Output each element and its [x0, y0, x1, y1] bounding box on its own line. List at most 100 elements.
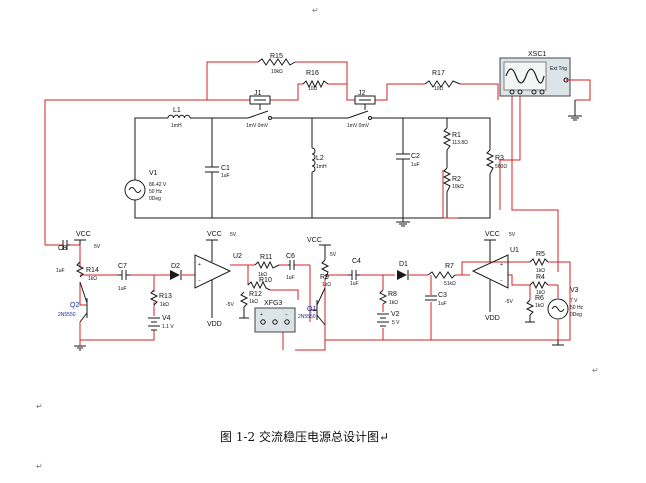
r17-resistor[interactable]: R17 10Ω [424, 70, 461, 92]
c8-capacitor[interactable]: C8 1uF [56, 240, 70, 274]
svg-text:2N5550: 2N5550 [58, 312, 76, 318]
svg-text:5V: 5V [330, 252, 337, 258]
svg-text:C8: C8 [58, 245, 67, 252]
svg-text:R16: R16 [306, 70, 319, 77]
svg-text:0Deg: 0Deg [570, 312, 582, 318]
u2-opamp[interactable]: + − U2 VCC 5V VDD -5V [194, 231, 242, 328]
j2-relay[interactable]: J2 1mV 0mV [340, 90, 376, 129]
svg-text:1kΩ: 1kΩ [535, 303, 544, 309]
r11-resistor[interactable]: R11 1kΩ [254, 254, 280, 278]
svg-text:R11: R11 [260, 254, 272, 261]
r13-resistor[interactable]: R13 1kΩ [149, 289, 172, 308]
r3-resistor[interactable]: R3 560Ω [485, 149, 507, 175]
svg-text:1kΩ: 1kΩ [249, 299, 258, 305]
svg-text:1uF: 1uF [221, 173, 230, 179]
bottom-wires [70, 244, 571, 351]
svg-text:+: + [260, 312, 263, 318]
svg-text:V4: V4 [162, 315, 171, 322]
q2-transistor[interactable]: Q2 2N5550 [58, 281, 88, 323]
xsc1-oscilloscope[interactable]: XSC1 Ext Trig [499, 51, 571, 97]
svg-text:1mV 0mV: 1mV 0mV [347, 123, 370, 129]
paragraph-mark-3: ↵ [36, 462, 43, 471]
ground-scope [568, 100, 582, 121]
j1-relay[interactable]: J1 1mV 0mV [240, 90, 273, 129]
c6-capacitor[interactable]: C6 1uF [286, 253, 295, 281]
svg-text:L1: L1 [173, 107, 181, 114]
r16-resistor[interactable]: R16 10Ω [302, 70, 329, 92]
q1-transistor[interactable]: Q1 2N5550 [298, 287, 326, 326]
svg-text:J2: J2 [358, 90, 366, 97]
svg-text:R14: R14 [86, 267, 99, 274]
vcc-rail-q1: VCC 5V [307, 237, 337, 260]
u1-opamp[interactable]: + − U1 VCC 5V VDD -5V [471, 231, 519, 322]
svg-text:C4: C4 [352, 258, 361, 265]
xfg3-function-generator[interactable]: XFG3 + − [254, 300, 296, 333]
svg-text:5V: 5V [94, 244, 101, 250]
svg-text:Q2: Q2 [70, 302, 79, 309]
ground-v3 [552, 340, 564, 346]
r2-resistor[interactable]: R2 10kΩ [442, 167, 464, 193]
paragraph-mark-1: ↵ [592, 366, 599, 375]
figure-caption: 图 1-2 交流稳压电源总设计图↵ [220, 430, 390, 444]
r12-resistor[interactable]: R12 1kΩ [239, 291, 262, 319]
l2-inductor[interactable]: L2 1mH [311, 147, 327, 173]
svg-text:R4: R4 [536, 274, 545, 281]
svg-text:U2: U2 [233, 253, 242, 260]
svg-text:10Ω: 10Ω [308, 86, 318, 92]
svg-text:R15: R15 [270, 53, 283, 60]
svg-text:D2: D2 [171, 263, 180, 270]
svg-text:1kΩ: 1kΩ [88, 276, 97, 282]
v3-ac-source[interactable]: V3 7 V 50 Hz 0Deg [547, 287, 584, 320]
ground-top [396, 218, 410, 227]
r14-resistor[interactable]: R14 1kΩ [75, 261, 99, 282]
r9-resistor[interactable]: R9 1kΩ [320, 259, 331, 288]
svg-text:1uF: 1uF [438, 301, 447, 307]
svg-text:R3: R3 [495, 155, 504, 162]
svg-text:R12: R12 [249, 291, 262, 298]
svg-text:1mH: 1mH [316, 164, 327, 170]
svg-text:V2: V2 [391, 311, 400, 318]
r15-resistor[interactable]: R15 10kΩ [257, 53, 296, 75]
svg-text:VDD: VDD [485, 315, 500, 322]
svg-text:−: − [198, 278, 201, 284]
svg-text:V3: V3 [570, 287, 579, 294]
svg-text:C6: C6 [286, 253, 295, 260]
svg-text:R17: R17 [432, 70, 445, 77]
svg-text:5V: 5V [230, 232, 237, 238]
svg-text:Ext Trig: Ext Trig [550, 66, 567, 72]
svg-text:R10: R10 [259, 277, 272, 284]
d1-diode[interactable]: D1 [397, 261, 409, 280]
v1-ac-source[interactable]: V1 86.42 V 50 Hz 0Deg [124, 170, 167, 202]
d2-diode[interactable]: D2 [170, 263, 182, 280]
svg-text:2N5550: 2N5550 [298, 314, 316, 320]
svg-text:J1: J1 [254, 90, 262, 97]
svg-text:R6: R6 [535, 295, 544, 302]
c7-capacitor[interactable]: C7 1uF [117, 263, 131, 292]
svg-text:1.1 V: 1.1 V [162, 324, 174, 330]
svg-text:R13: R13 [159, 293, 172, 300]
c4-capacitor[interactable]: C4 1uF [348, 258, 361, 287]
v4-battery[interactable]: V4 1.1 V [148, 315, 174, 331]
r4-resistor[interactable]: R4 1kΩ [529, 274, 549, 296]
svg-text:XSC1: XSC1 [528, 51, 546, 58]
svg-text:5V: 5V [509, 232, 516, 238]
svg-text:50 Hz: 50 Hz [149, 189, 163, 195]
r6-resistor[interactable]: R6 1kΩ [525, 295, 544, 323]
svg-text:560Ω: 560Ω [495, 164, 507, 170]
r1-resistor[interactable]: R1 113.8Ω [442, 127, 468, 151]
r7-resistor[interactable]: R7 51kΩ [427, 263, 456, 287]
r10-resistor[interactable]: R10 [247, 277, 272, 291]
svg-text:Q1: Q1 [307, 306, 316, 313]
svg-text:1kΩ: 1kΩ [536, 290, 545, 296]
svg-text:51kΩ: 51kΩ [444, 281, 456, 287]
c1-capacitor[interactable]: C1 1uF [205, 163, 230, 179]
r8-resistor[interactable]: R8 1kΩ [378, 289, 398, 306]
svg-text:1mH: 1mH [171, 123, 182, 129]
c3-capacitor[interactable]: C3 1uF [425, 292, 447, 307]
c2-capacitor[interactable]: C2 1uF [396, 148, 420, 168]
v2-battery[interactable]: V2 5 V [377, 311, 400, 327]
r5-resistor[interactable]: R5 1kΩ [529, 251, 549, 274]
svg-text:7 V: 7 V [570, 298, 578, 304]
l1-inductor[interactable]: L1 1mH [167, 107, 191, 129]
